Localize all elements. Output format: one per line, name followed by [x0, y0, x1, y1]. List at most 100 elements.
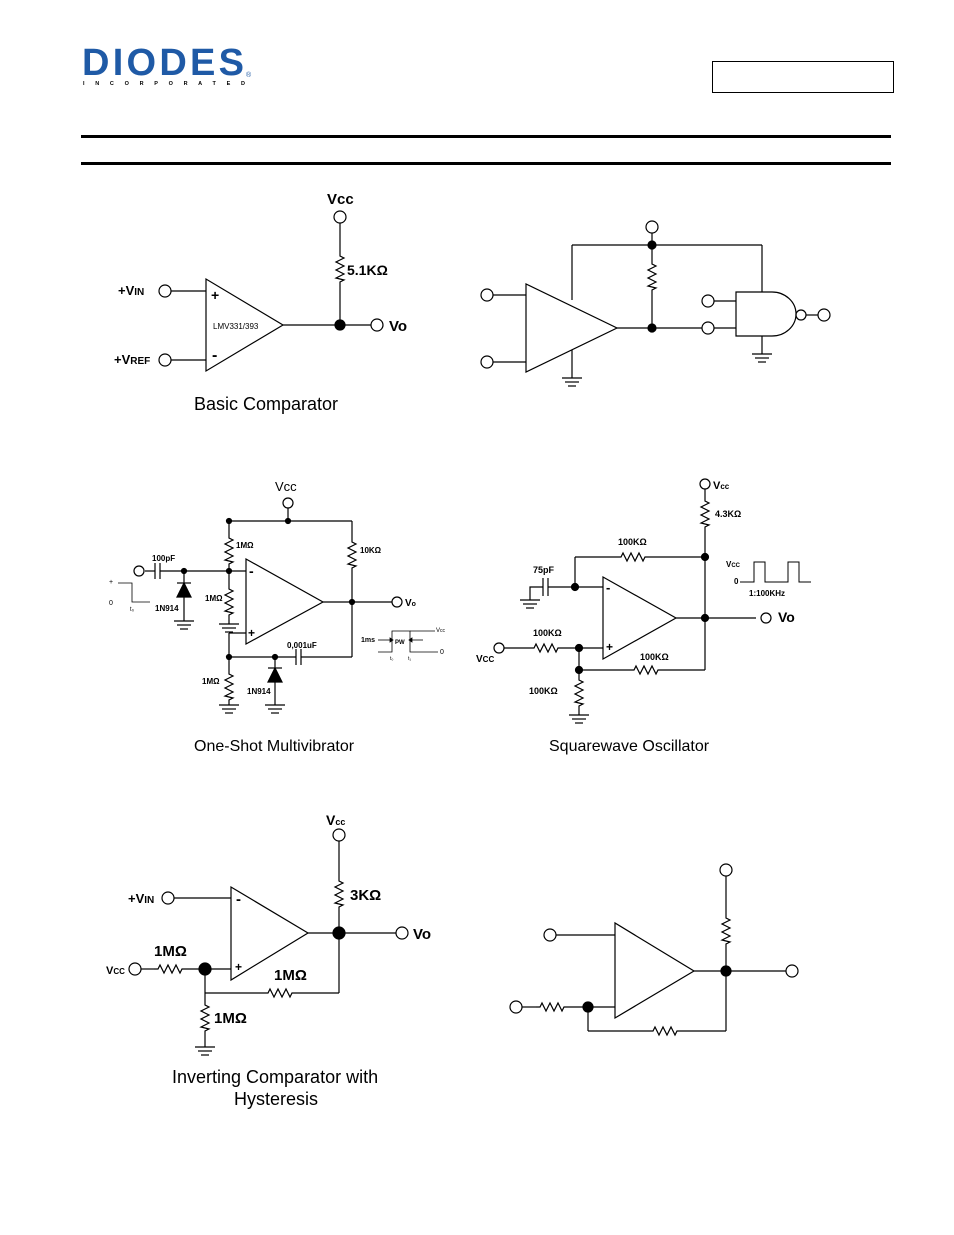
- comparator-triangle: [205, 277, 285, 373]
- vcc-label: Vcc: [327, 191, 354, 208]
- comparator-triangle: [602, 575, 678, 661]
- resistor-pullup: [347, 537, 357, 573]
- pullup-resistor: [335, 251, 345, 287]
- vcc-terminal: [719, 863, 733, 877]
- resistor-bottom: [224, 669, 234, 705]
- resistor-input: [529, 643, 565, 653]
- plus-sign: +: [211, 287, 219, 303]
- non-inverting-hysteresis-circuit: [509, 863, 799, 1036]
- resistor-mid: [224, 584, 234, 620]
- inverting-caption-line2: Hysteresis: [234, 1089, 318, 1109]
- resistor-pullup: [700, 496, 710, 532]
- svg-text:t₁: t₁: [408, 656, 411, 662]
- svg-text:0: 0: [440, 649, 444, 656]
- pulse-waveform: [378, 630, 438, 653]
- basic-comparator-caption: Basic Comparator: [194, 394, 338, 414]
- resistor-pullup: [334, 876, 344, 912]
- svg-text:PW: PW: [395, 640, 405, 646]
- vcc-terminal: [333, 210, 347, 224]
- comparator-triangle: [245, 557, 325, 646]
- squarewave-caption: Squarewave Oscillator: [549, 738, 710, 755]
- diodes-logo: DIODES ® I N C O R P O R A T E D: [82, 44, 252, 87]
- one-shot-caption: One-Shot Multivibrator: [194, 738, 355, 755]
- svg-text:1N914: 1N914: [247, 687, 271, 696]
- resistor-feedback: [263, 988, 299, 998]
- vo-label: Vo: [389, 318, 407, 335]
- one-shot-circuit: Vcc 1MΩ 1MΩ 10KΩ - + 100pF 1N914 + 0: [109, 479, 446, 755]
- svg-text:4.3KΩ: 4.3KΩ: [715, 509, 741, 519]
- svg-text:Vcc: Vcc: [436, 628, 446, 634]
- svg-text:+: +: [248, 626, 255, 640]
- svg-text:1MΩ: 1MΩ: [274, 967, 307, 984]
- svg-text:t₀: t₀: [130, 607, 135, 613]
- resistor-feedback: [616, 552, 652, 562]
- svg-text:+: +: [235, 960, 242, 974]
- svg-text:-: -: [236, 891, 241, 908]
- svg-text:1ms: 1ms: [361, 637, 375, 644]
- inverting-hysteresis-circuit: Vcc 3KΩ - + Vo +VIN 1MΩ VCC 1MΩ 1MΩ Inve…: [106, 812, 431, 1109]
- svg-text:-: -: [249, 563, 254, 579]
- svg-text:0,001uF: 0,001uF: [287, 641, 317, 650]
- header-rule-top: [81, 135, 891, 138]
- part-number-box: [712, 61, 894, 93]
- squarewave-circuit: Vcc 4.3KΩ 100KΩ 75pF - + Vo 100KΩ VCC: [476, 478, 811, 755]
- svg-text:Vo: Vo: [405, 598, 416, 609]
- output-node: [334, 319, 346, 331]
- svg-text:+: +: [606, 640, 613, 654]
- square-waveform: [740, 561, 811, 583]
- svg-text:100KΩ: 100KΩ: [618, 537, 647, 547]
- svg-text:VCC: VCC: [106, 965, 125, 977]
- svg-text:Vo: Vo: [778, 609, 795, 625]
- svg-text:0: 0: [109, 600, 113, 607]
- resistor-hysteresis: [629, 665, 665, 675]
- pullup-resistor: [647, 259, 657, 295]
- svg-text:1N914: 1N914: [155, 604, 179, 613]
- comparator-triangle: [614, 921, 696, 1020]
- svg-text:1MΩ: 1MΩ: [236, 541, 254, 550]
- vcc-terminal: [645, 220, 659, 234]
- resistor-ground: [574, 675, 584, 711]
- svg-text:+VIN: +VIN: [128, 891, 154, 906]
- resistor-input: [535, 1002, 571, 1012]
- svg-text:0: 0: [734, 577, 739, 586]
- svg-text:VCC: VCC: [726, 560, 741, 569]
- svg-text:Vcc: Vcc: [326, 812, 345, 828]
- resistor-label: 5.1KΩ: [347, 262, 388, 278]
- vref-label: +VREF: [114, 352, 150, 367]
- vcc-terminal: [699, 478, 711, 490]
- vcc-terminal: [332, 828, 346, 842]
- and-gate: [735, 291, 797, 337]
- vo-terminal: [370, 318, 384, 332]
- svg-text:100KΩ: 100KΩ: [529, 686, 558, 696]
- svg-text:Vo: Vo: [413, 926, 431, 943]
- logic-driver-circuit: [480, 220, 831, 387]
- svg-text:1MΩ: 1MΩ: [202, 677, 220, 686]
- resistor-feedback: [648, 1026, 684, 1036]
- svg-text:1:100KHz: 1:100KHz: [749, 589, 785, 598]
- svg-text:-: -: [606, 580, 610, 595]
- svg-text:Vcc: Vcc: [713, 480, 730, 492]
- registered-mark: ®: [246, 71, 252, 79]
- basic-comparator-circuit: Vcc 5.1KΩ + - LMV331/393 Vo +VIN +VREF B…: [114, 191, 407, 414]
- svg-text:10KΩ: 10KΩ: [360, 546, 382, 555]
- svg-text:75pF: 75pF: [533, 565, 555, 575]
- minus-sign: -: [212, 347, 217, 364]
- svg-text:t₀: t₀: [390, 656, 393, 662]
- svg-text:3KΩ: 3KΩ: [350, 887, 381, 904]
- vin-terminal: [158, 284, 172, 298]
- header-rule-bottom: [81, 162, 891, 165]
- svg-text:100KΩ: 100KΩ: [533, 628, 562, 638]
- svg-text:1MΩ: 1MΩ: [214, 1010, 247, 1027]
- svg-text:1MΩ: 1MΩ: [205, 594, 223, 603]
- svg-text:VCC: VCC: [476, 654, 494, 665]
- comparator-triangle: [230, 885, 310, 982]
- svg-text:100pF: 100pF: [152, 554, 175, 563]
- svg-text:100KΩ: 100KΩ: [640, 652, 669, 662]
- resistor-pullup: [721, 913, 731, 949]
- vin-label: +VIN: [118, 283, 144, 298]
- vcc-terminal: [282, 497, 294, 509]
- resistor-top: [224, 533, 234, 569]
- vref-terminal: [158, 353, 172, 367]
- ic-label: LMV331/393: [213, 322, 259, 331]
